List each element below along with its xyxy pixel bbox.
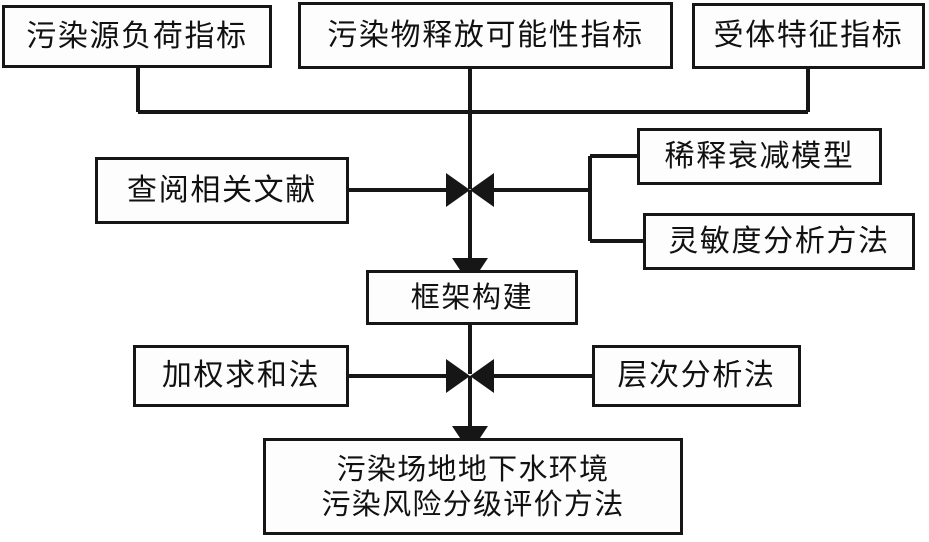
node-sensitivity-analysis-method[interactable]: 灵敏度分析方法 — [643, 213, 915, 270]
arrowhead-weighted-right — [446, 359, 470, 393]
node-risk-grading-evaluation-method[interactable]: 污染场地地下水环境 污染风险分级评价方法 — [263, 438, 683, 535]
node-framework-construction[interactable]: 框架构建 — [366, 270, 578, 325]
node-analytic-hierarchy-process[interactable]: 层次分析法 — [592, 345, 801, 407]
node-dilution-attenuation-model[interactable]: 稀释衰减模型 — [637, 128, 882, 185]
node-receptor-feature-index[interactable]: 受体特征指标 — [692, 3, 925, 69]
arrowhead-literature-right — [446, 173, 470, 207]
node-literature-review[interactable]: 查阅相关文献 — [95, 157, 349, 224]
node-release-possibility-index[interactable]: 污染物释放可能性指标 — [298, 2, 673, 69]
arrowhead-models-left — [470, 173, 494, 207]
arrowhead-ahp-left — [470, 359, 494, 393]
node-weighted-sum-method[interactable]: 加权求和法 — [133, 345, 349, 407]
node-source-load-index[interactable]: 污染源负荷指标 — [2, 5, 272, 68]
